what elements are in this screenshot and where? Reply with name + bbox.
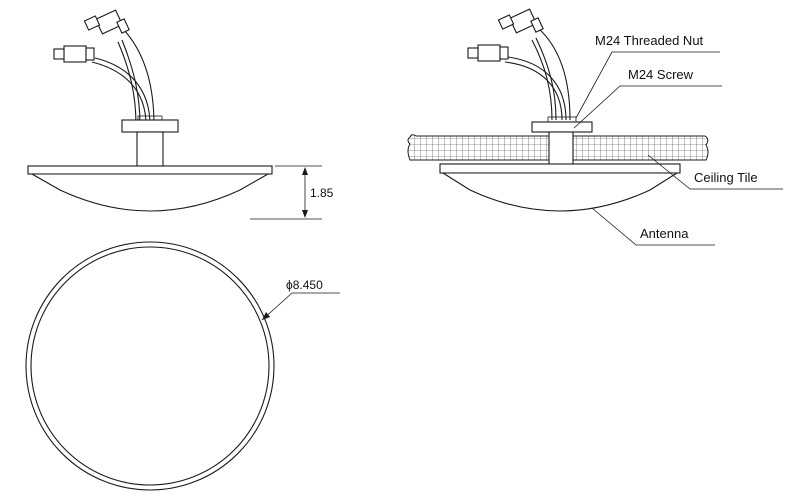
connector-left-bottom [53, 45, 95, 63]
leader-screw [573, 85, 722, 129]
leader-ceiling [647, 154, 783, 190]
connector-right-bottom [467, 44, 509, 62]
callout-antenna: Antenna [640, 226, 689, 241]
leader-antenna [591, 207, 715, 246]
connector-right-top [497, 8, 544, 34]
callout-nut: M24 Threaded Nut [595, 33, 704, 48]
installed-view-right: M24 Threaded Nut M24 Screw Ceiling Tile … [407, 8, 783, 246]
leader-nut [575, 51, 720, 119]
screw-stem-left [136, 131, 164, 167]
screw-stem-right [548, 131, 574, 167]
top-view: ϕ8.450 [25, 241, 340, 491]
base-plate-left [27, 165, 273, 175]
callout-ceiling: Ceiling Tile [694, 170, 758, 185]
diameter-label: ϕ8.450 [286, 278, 323, 292]
outer-rim [25, 241, 275, 491]
dome-right [441, 172, 679, 212]
cable-bundle-left [91, 29, 155, 126]
threaded-nut-left [121, 119, 179, 133]
base-plate-right [439, 163, 681, 174]
cable-bundle-right [504, 27, 571, 121]
dome-left [29, 173, 271, 212]
threaded-nut-right [531, 121, 593, 133]
height-label: 1.85 [310, 186, 334, 200]
connector-left-top [83, 9, 130, 35]
callout-screw: M24 Screw [628, 67, 694, 82]
inner-rim [30, 246, 270, 486]
side-view-left: 1.85 [27, 9, 334, 220]
height-dimension: 1.85 [250, 165, 334, 220]
